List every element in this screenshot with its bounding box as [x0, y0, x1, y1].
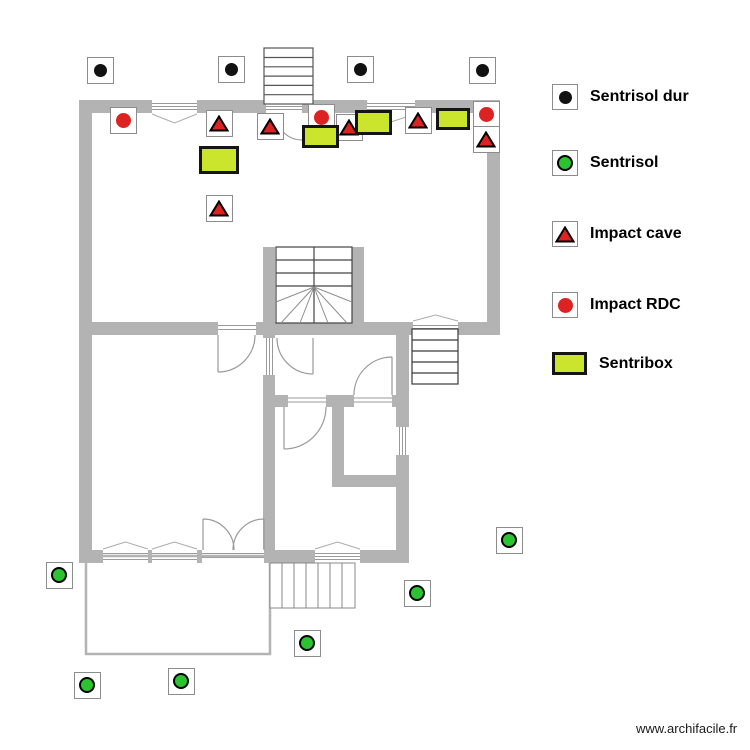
marker-sentribox[interactable] [436, 108, 470, 130]
wall-inner-room-v [332, 395, 344, 487]
impact-cave-icon [209, 114, 229, 132]
marker-sentrisol[interactable] [403, 579, 431, 607]
marker-impact-rdc[interactable] [472, 100, 500, 128]
legend-item-impact-cave: Impact cave [552, 221, 682, 247]
marker-impact-cave[interactable] [205, 109, 233, 137]
marker-sentrisol-dur[interactable] [468, 56, 496, 84]
marker-impact-cave[interactable] [256, 112, 284, 140]
sentrisol-dur-icon [475, 63, 489, 77]
marker-sentribox[interactable] [355, 110, 392, 135]
legend-label: Sentrisol [590, 154, 659, 171]
impact-cave-icon [209, 199, 229, 217]
marker-impact-cave[interactable] [472, 125, 500, 153]
marker-sentrisol[interactable] [73, 671, 101, 699]
annex-outline [84, 554, 272, 656]
sentrisol-icon [173, 673, 189, 689]
impact-rdc-icon [115, 112, 131, 128]
door-hall [276, 337, 314, 375]
impact-cave-icon [408, 111, 428, 129]
marker-sentrisol-dur[interactable] [346, 55, 374, 83]
sentrisol-icon [299, 635, 315, 651]
sentrisol-icon [409, 585, 425, 601]
legend-item-sentribox: Sentribox [552, 352, 673, 375]
legend-item-impact-rdc: Impact RDC [552, 292, 681, 318]
legend-item-sentrisol: Sentrisol [552, 150, 658, 176]
marker-sentrisol[interactable] [167, 667, 195, 695]
impact-cave-legend-icon [552, 221, 578, 247]
legend-label: Sentrisol dur [590, 88, 689, 105]
sentribox-legend-icon [552, 352, 587, 375]
impact-rdc-legend-icon [552, 292, 578, 318]
bottom-stairs [269, 562, 356, 609]
legend-item-sentrisol-dur: Sentrisol dur [552, 84, 689, 110]
door-mid-left [217, 334, 256, 373]
wall-right-upper [487, 100, 500, 335]
sentrisol-icon [51, 567, 67, 583]
marker-sentrisol[interactable] [495, 526, 523, 554]
impact-rdc-icon [313, 109, 329, 125]
sentrisol-icon [501, 532, 517, 548]
wall-stair-right [352, 247, 364, 335]
top-stairs [263, 47, 314, 105]
wall-inner-room-h [332, 475, 409, 487]
marker-sentrisol-dur[interactable] [217, 55, 245, 83]
marker-sentrisol[interactable] [45, 561, 73, 589]
legend-label: Sentribox [599, 354, 673, 372]
double-door-left-leaf [202, 518, 235, 551]
sentrisol-dur-icon [224, 62, 238, 76]
sentrisol-legend-icon [552, 150, 578, 176]
marker-impact-cave[interactable] [205, 194, 233, 222]
impact-rdc-icon [478, 106, 494, 122]
impact-cave-icon [339, 118, 359, 136]
marker-sentrisol[interactable] [293, 629, 321, 657]
impact-cave-icon [260, 117, 280, 135]
marker-impact-cave[interactable] [404, 106, 432, 134]
sentrisol-dur-icon [353, 62, 367, 76]
marker-sentribox[interactable] [199, 146, 239, 174]
marker-sentrisol-dur[interactable] [86, 56, 114, 84]
sentrisol-icon [79, 677, 95, 693]
marker-impact-rdc[interactable] [109, 106, 137, 134]
door-lower-room [283, 406, 327, 450]
sentrisol-dur-legend-icon [552, 84, 578, 110]
door-mid-room [353, 356, 393, 396]
legend-label: Impact RDC [590, 296, 681, 313]
impact-cave-icon [476, 130, 496, 148]
wall-middle [79, 322, 500, 335]
archifacile-watermark-link[interactable]: www.archifacile.fr [636, 721, 738, 736]
sentrisol-dur-icon [93, 63, 107, 77]
doors [202, 113, 393, 551]
marker-sentribox[interactable] [302, 125, 339, 148]
legend-label: Impact cave [590, 225, 682, 242]
central-stairs [275, 246, 353, 324]
right-stairs [411, 328, 459, 385]
double-door-right-leaf [232, 518, 265, 551]
